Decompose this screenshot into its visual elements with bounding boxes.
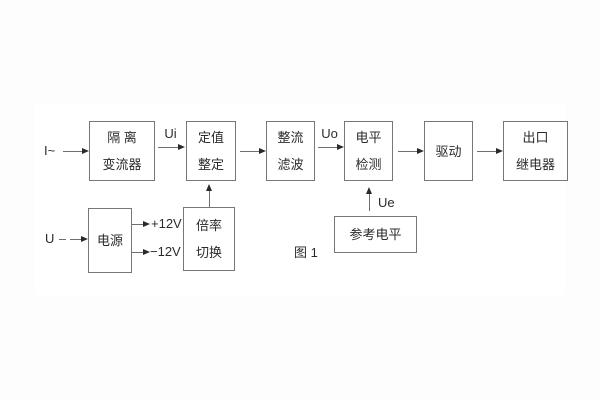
block-text: 整定 [197, 157, 224, 172]
block-text: 变流器 [102, 157, 142, 172]
minus-12v-label: −12V [150, 244, 181, 259]
block-text: 隔 离 [107, 130, 137, 145]
block-text: 倍率 [195, 218, 222, 233]
block-text: 定值 [197, 130, 224, 145]
arrow-level-to-drive [398, 148, 424, 154]
block-rectify-filter: 整流 滤波 [266, 121, 315, 181]
block-ratio-switch: 倍率 切换 [183, 207, 235, 271]
arrow-ui [158, 144, 185, 150]
figure-caption: 图 1 [294, 245, 318, 260]
input-voltage-label: U [45, 231, 55, 246]
block-text: 检测 [355, 157, 382, 172]
block-text: 电源 [96, 233, 123, 248]
arrow-input-voltage [70, 236, 88, 242]
block-output-relay: 出口 继电器 [503, 121, 568, 181]
arrow-plus-12v [132, 221, 150, 227]
arrow-ratio-to-setpoint [206, 184, 212, 207]
block-reference-level: 参考电平 [334, 216, 417, 253]
input-current-label: I~ [44, 143, 56, 158]
block-setpoint-adjust: 定值 整定 [186, 121, 236, 181]
block-level-detect: 电平 检测 [344, 121, 393, 181]
block-text: 出口 [522, 130, 549, 145]
block-drive: 驱动 [424, 121, 473, 181]
block-power-supply: 电源 [88, 208, 132, 273]
block-text: 继电器 [515, 157, 555, 172]
block-text: 参考电平 [349, 227, 402, 242]
arrow-uo [318, 144, 344, 150]
signal-uo-label: Uo [321, 126, 338, 141]
block-text: 驱动 [435, 143, 462, 159]
input-voltage-line [59, 239, 66, 240]
arrow-input-current [63, 148, 89, 154]
plus-12v-label: +12V [151, 216, 182, 231]
arrow-setpoint-to-rectify [240, 148, 266, 154]
block-text: 切换 [195, 245, 222, 260]
signal-ui-label: Ui [164, 126, 177, 141]
arrow-drive-to-relay [477, 148, 503, 154]
block-text: 滤波 [277, 157, 304, 172]
signal-ue-label: Ue [378, 195, 395, 210]
arrow-minus-12v [132, 249, 150, 255]
block-text: 整流 [277, 130, 304, 145]
block-text: 电平 [355, 130, 382, 145]
block-isolation-transformer: 隔 离 变流器 [89, 121, 155, 181]
arrow-ue [366, 187, 372, 211]
